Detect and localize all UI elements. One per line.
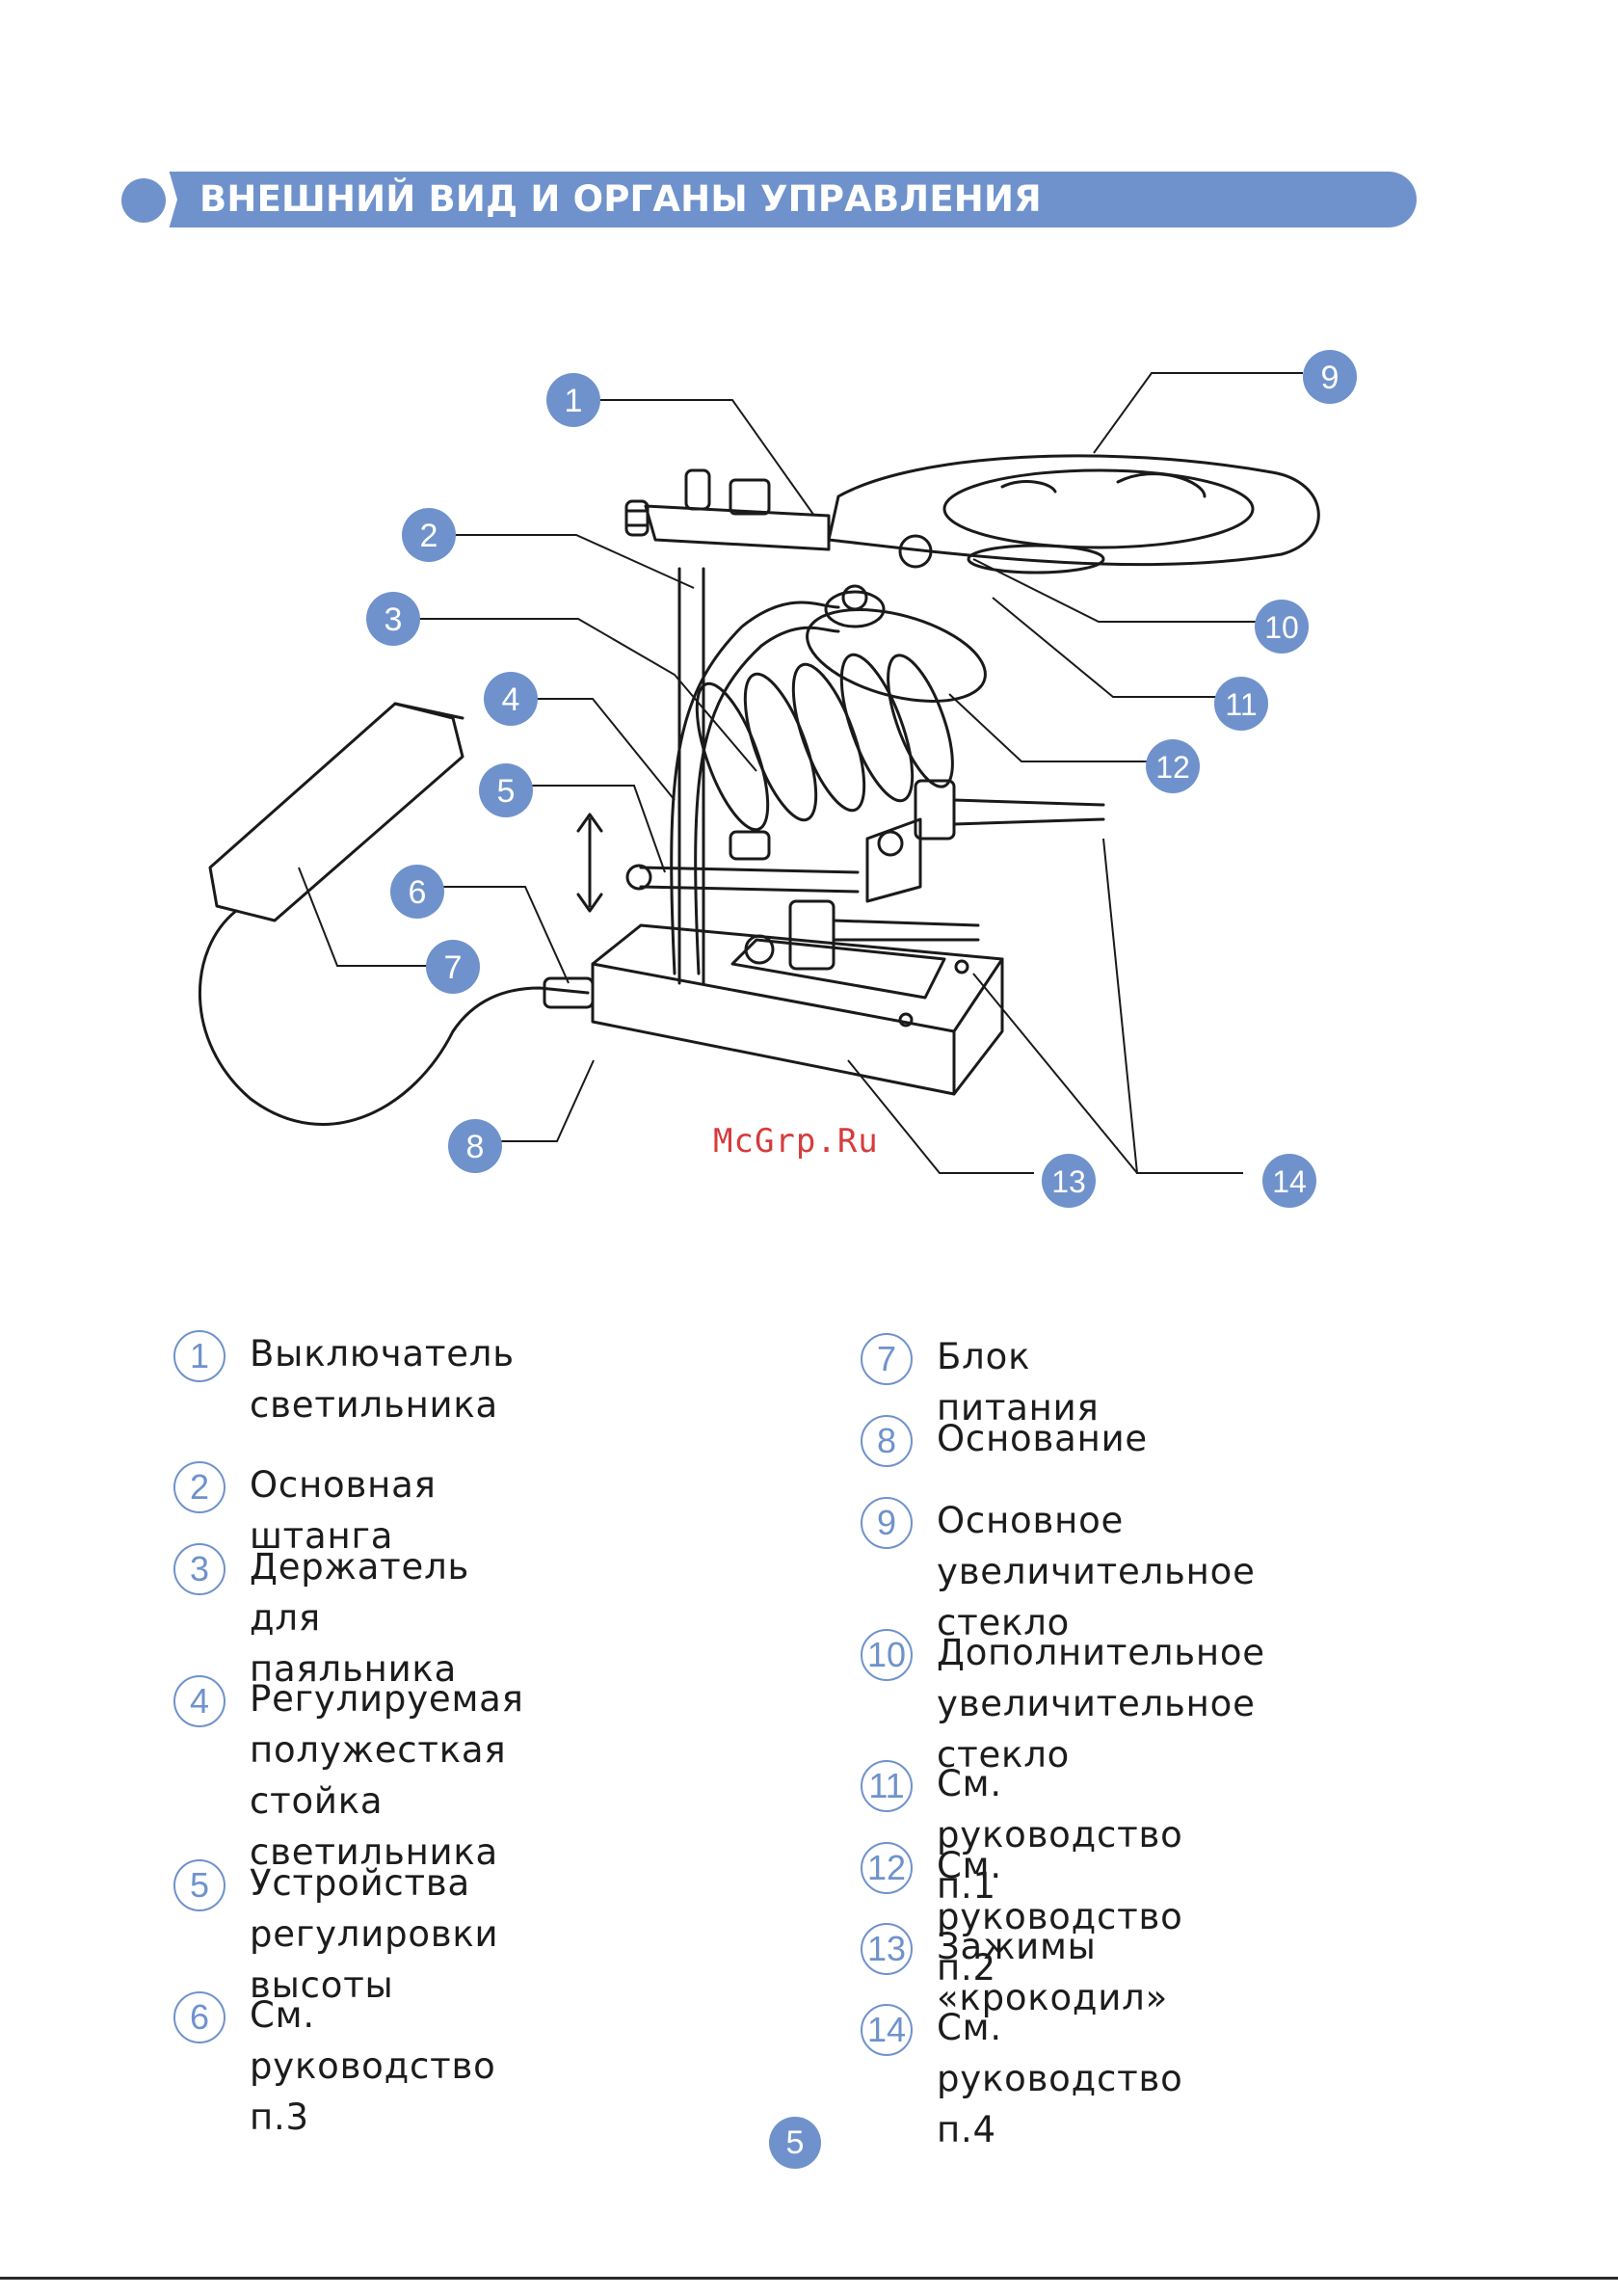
legend-number: 8 [861,1415,913,1467]
page-title: ВНЕШНИЙ ВИД И ОРГАНЫ УПРАВЛЕНИЯ [199,178,1042,220]
height-arrow [576,813,603,913]
callout-3: 3 [366,592,420,646]
legend-item: 6 См. руководство п.3 [173,1991,496,2145]
legend-text: Блок питания [937,1336,1100,1428]
legend-text: Выключатель светильника [250,1333,515,1426]
section-header-bar [164,172,1417,227]
legend-item: 13 Зажимы «крокодил» [861,1923,1168,2025]
legend-number: 3 [173,1543,225,1595]
callout-4: 4 [484,672,538,726]
svg-text:8: 8 [466,1129,485,1165]
callout-8: 8 [448,1119,502,1173]
legend-item: 11 См. руководство п.1 [861,1760,1183,1913]
legend-number: 7 [861,1333,913,1385]
svg-text:10: 10 [1264,610,1299,645]
legend-number: 12 [861,1842,913,1894]
legend-number: 9 [861,1497,913,1549]
legend-text: Держатель для паяльника [250,1546,470,1690]
legend-item: 1 Выключатель светильника [173,1330,515,1432]
svg-text:2: 2 [420,518,438,554]
legend-number: 11 [861,1760,913,1812]
legend-item: 5 Устройства регулировки высоты [173,1859,498,2013]
power-cable [199,909,590,1126]
callout-markers: 1 2 3 4 5 6 7 8 9 10 11 12 13 14 [366,350,1357,1208]
legend-text: Зажимы «крокодил» [937,1926,1169,2018]
lamp-head [806,608,987,703]
legend-item: 10 Дополнительное увеличительное стекло [861,1629,1265,1782]
legend-text: Основание [937,1418,1148,1459]
legend-item: 9 Основное увеличительное стекло [861,1497,1256,1650]
legend-number: 6 [173,1991,225,2043]
legend-item: 14 См. руководство п.4 [861,2004,1183,2157]
secondary-magnifier [967,544,1105,574]
svg-text:3: 3 [385,601,403,638]
callout-1: 1 [546,373,600,427]
legend-number: 2 [173,1461,225,1513]
legend-item: 7 Блок питания [861,1333,1100,1435]
base-front [591,962,956,1096]
main-rod [677,567,705,985]
svg-text:7: 7 [444,949,463,986]
legend-text: См. руководство п.4 [937,2007,1183,2150]
callout-11: 11 [1214,677,1268,731]
gooseneck [670,601,840,975]
section-header-dot [121,178,166,223]
svg-text:5: 5 [497,773,516,810]
svg-text:11: 11 [1225,687,1257,722]
legend-text: Регулируемая полужесткая стойка светильн… [250,1678,524,1873]
solder-holder-spring [695,653,954,832]
legend-item: 12 См. руководство п.2 [861,1842,1183,1995]
legend-text: Устройства регулировки высоты [250,1862,499,2006]
svg-text:9: 9 [1321,360,1339,396]
svg-text:6: 6 [409,874,427,911]
legend-text: См. руководство п.3 [250,1994,496,2138]
callout-12: 12 [1146,739,1200,793]
legend-number: 1 [173,1330,225,1382]
legend-item: 4 Регулируемая полужесткая стойка светил… [173,1675,524,1880]
legend-text: Основное увеличительное стекло [937,1500,1256,1643]
callout-13: 13 [1042,1154,1096,1208]
callout-5: 5 [479,763,533,817]
callout-10: 10 [1255,600,1309,654]
callout-6: 6 [390,865,444,919]
legend-text: См. руководство п.1 [937,1763,1183,1907]
legend-number: 10 [861,1629,913,1681]
svg-text:1: 1 [565,383,583,419]
legend-item: 8 Основание [861,1415,1148,1467]
legend-item: 3 Держатель для паяльника [173,1543,469,1696]
callout-2: 2 [402,508,456,562]
page-number: 5 [769,2117,821,2169]
legend-number: 5 [173,1859,225,1911]
legend-item: 2 Основная штанга [173,1461,437,1563]
callout-14: 14 [1262,1154,1316,1208]
callout-9: 9 [1303,350,1357,404]
base-tray [730,938,946,1000]
device-illustration: 1 2 3 4 5 6 7 8 9 10 11 12 13 14 [199,350,1357,1208]
legend-number: 4 [173,1675,225,1727]
svg-text:13: 13 [1051,1164,1086,1199]
legend-number: 13 [861,1923,913,1975]
watermark: McGrp.Ru [713,1122,879,1161]
base-side [952,957,1004,1096]
legend-text: Основная штанга [250,1464,437,1557]
legend-text: См. руководство п.2 [937,1845,1183,1989]
clamp-bar [639,866,860,894]
callout-7: 7 [426,940,480,994]
svg-text:12: 12 [1155,750,1190,785]
bottom-rule [0,2277,1618,2280]
main-magnifier [827,454,1320,567]
svg-text:4: 4 [502,681,520,718]
svg-text:14: 14 [1272,1164,1307,1199]
legend-text: Дополнительное увеличительное стекло [937,1632,1265,1775]
legend-number: 14 [861,2004,913,2056]
